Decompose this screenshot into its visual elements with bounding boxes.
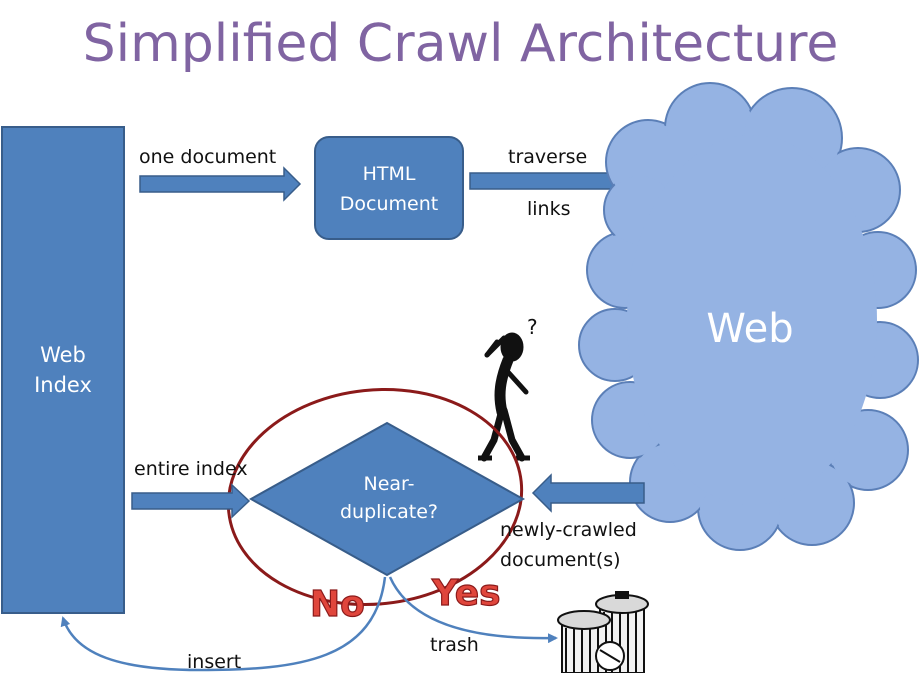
html-document-label-line1: HTML (363, 163, 416, 185)
red-decision-circle (226, 387, 524, 607)
web-cloud (578, 82, 919, 551)
label-documents: document(s) (500, 549, 621, 571)
near-duplicate-label-line1: Near- (364, 473, 415, 495)
trash-cans-icon (557, 591, 649, 673)
web-index-label-line2: Index (34, 373, 92, 397)
slide-title: Simplified Crawl Architecture (82, 14, 839, 74)
html-document-box (314, 136, 464, 240)
web-index-box (1, 126, 125, 614)
near-duplicate-diamond (248, 421, 526, 577)
label-entire-index: entire index (134, 458, 248, 480)
label-links: links (527, 198, 571, 220)
html-document-label-line2: Document (340, 193, 438, 215)
label-one-document: one document (139, 146, 276, 168)
confused-person-icon: ? (478, 315, 538, 462)
label-insert: insert (187, 651, 241, 673)
label-newly-crawled: newly-crawled (500, 519, 637, 541)
arrow-newly-crawled (531, 473, 645, 513)
arrow-no-insert (60, 576, 387, 672)
no-label: No (310, 584, 365, 625)
yes-label: Yes (431, 573, 501, 614)
web-label: Web (706, 306, 793, 352)
near-duplicate-label-line2: duplicate? (340, 501, 438, 523)
label-traverse: traverse (508, 146, 587, 168)
arrow-one-document (139, 166, 302, 202)
arrow-yes-trash (388, 576, 558, 644)
web-index-label-line1: Web (40, 343, 86, 367)
question-mark-label: ? (527, 315, 538, 339)
arrow-entire-index (131, 483, 251, 519)
label-trash: trash (430, 634, 479, 656)
